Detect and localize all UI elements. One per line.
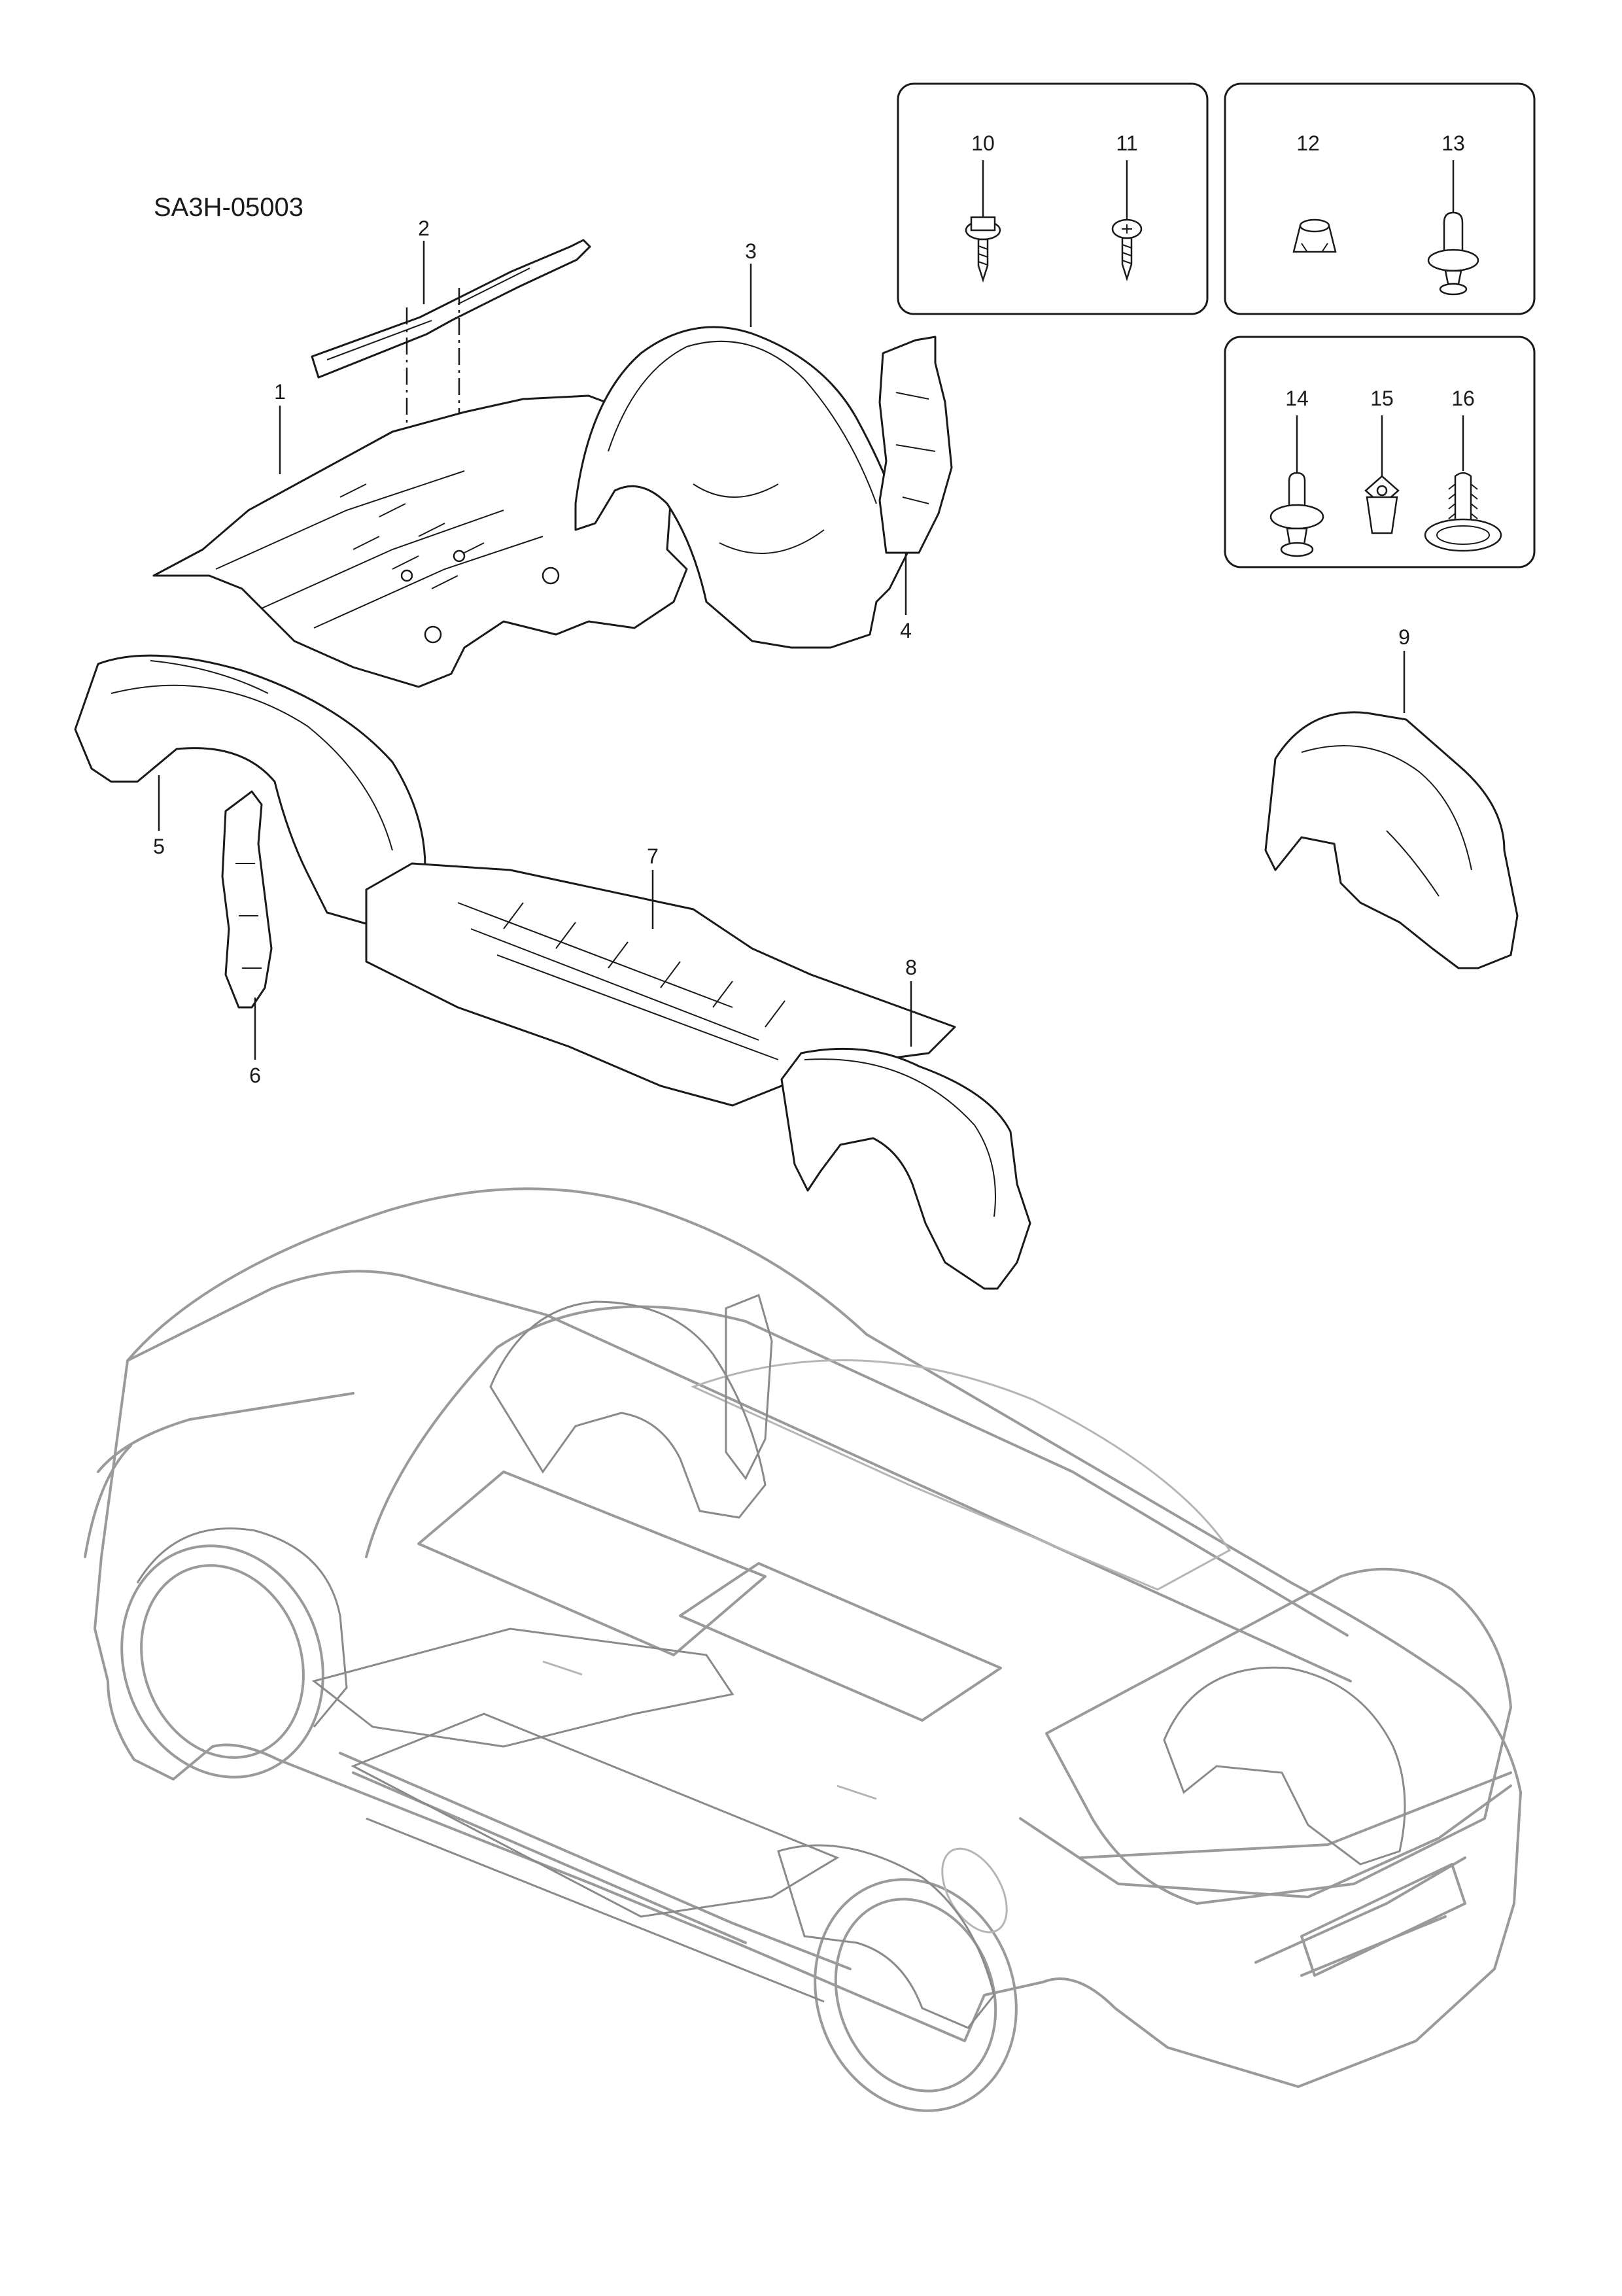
- fastener-15-icon: [1364, 415, 1400, 534]
- callout-leaders: [158, 241, 1406, 1060]
- part-5-front-wheel-liner: [74, 654, 466, 927]
- part-9-rear-wheel-liner: [1264, 711, 1519, 969]
- callout-5: 5: [153, 835, 165, 858]
- callout-labels: 1 2 3 4 5 6 7 8 9 10 11 12 13 14 15 16: [153, 131, 1475, 1087]
- callout-9: 9: [1398, 625, 1410, 649]
- diagram-code: SA3H-05003: [154, 193, 303, 222]
- fastener-16-icon: [1424, 415, 1502, 552]
- part-3-front-wheel-liner: [574, 326, 910, 649]
- part-8-rear-wheel-liner: [780, 1047, 1031, 1290]
- fastener-12-icon: [1292, 218, 1337, 253]
- callout-15: 15: [1370, 387, 1394, 410]
- fastener-14-icon: [1269, 415, 1324, 557]
- callout-6: 6: [249, 1064, 261, 1087]
- callout-12: 12: [1296, 131, 1320, 155]
- callout-13: 13: [1441, 131, 1465, 155]
- part-6-front-splash-guard: [221, 790, 273, 1009]
- vehicle-ghost-view: [84, 1187, 1522, 2112]
- part-4-front-splash-guard: [878, 336, 953, 554]
- fastener-11-icon: [1111, 160, 1143, 282]
- part-7-floor-undercover: [365, 862, 956, 1107]
- callout-10: 10: [971, 131, 995, 155]
- callout-3: 3: [745, 239, 757, 263]
- callout-2: 2: [418, 217, 430, 240]
- callout-14: 14: [1285, 387, 1309, 410]
- fastener-box-14-16: [1224, 336, 1536, 568]
- callout-7: 7: [647, 844, 659, 868]
- fastener-13-icon: [1427, 160, 1479, 296]
- callout-4: 4: [900, 619, 912, 642]
- fastener-10-icon: [965, 160, 1001, 283]
- callout-16: 16: [1451, 387, 1475, 410]
- callout-1: 1: [274, 380, 286, 404]
- fastener-box-12-13: [1224, 82, 1536, 315]
- part-1-front-undercover: [152, 394, 688, 688]
- callout-8: 8: [905, 956, 917, 979]
- callout-11: 11: [1116, 131, 1137, 155]
- fastener-box-10-11: [897, 82, 1209, 315]
